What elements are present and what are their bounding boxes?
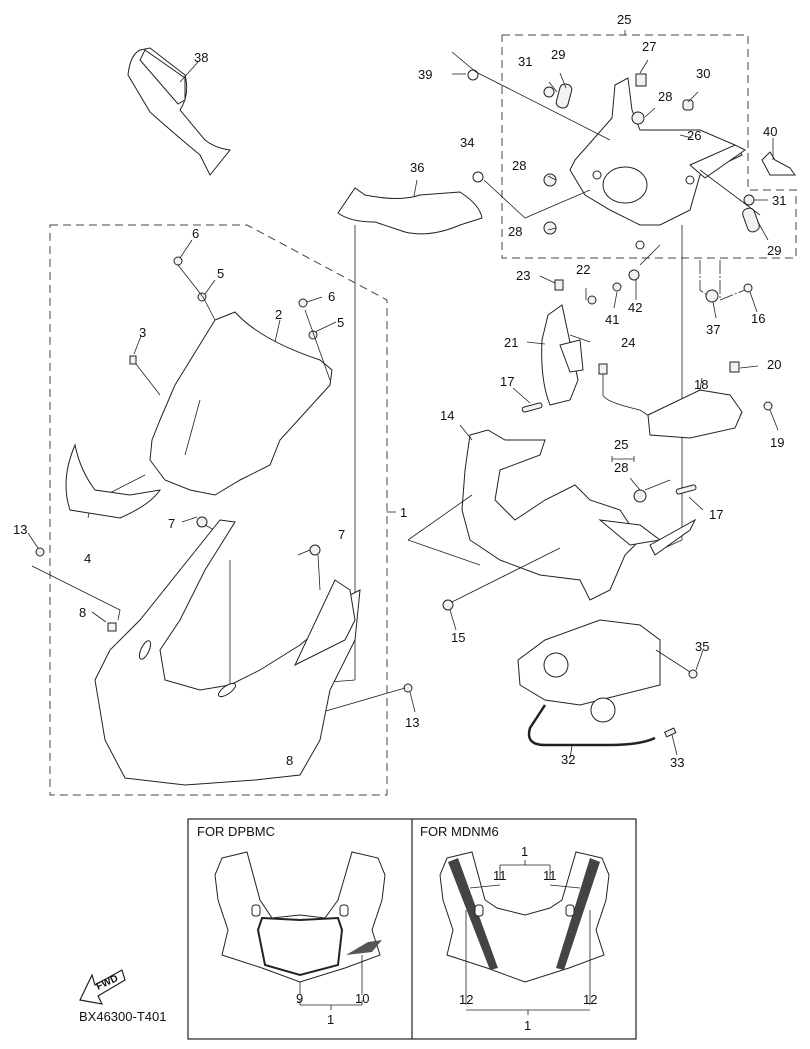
callout-35[interactable]: 35 <box>695 639 709 654</box>
variant-dpbmc[interactable]: FOR DPBMC 9 10 1 <box>197 824 386 1027</box>
callout-7-a[interactable]: 7 <box>168 516 175 531</box>
callout-13-a[interactable]: 13 <box>13 522 27 537</box>
grommet-28d <box>633 489 647 503</box>
callout-5-a[interactable]: 5 <box>217 266 224 281</box>
callout-25-mid[interactable]: 25 <box>614 437 628 452</box>
variant-mdnm6[interactable]: FOR MDNM6 1 11 11 12 12 1 <box>420 824 610 1033</box>
callout-4[interactable]: 4 <box>84 551 91 566</box>
callout-18[interactable]: 18 <box>694 377 708 392</box>
callout-8-b[interactable]: 8 <box>286 753 293 768</box>
leaders-top-right <box>451 51 774 241</box>
callout-21[interactable]: 21 <box>504 335 518 350</box>
callout-23[interactable]: 23 <box>516 268 530 283</box>
part-mirror[interactable] <box>127 47 231 176</box>
callout-8-a[interactable]: 8 <box>79 605 86 620</box>
part-headlight[interactable] <box>517 619 704 723</box>
callout-29-a[interactable]: 29 <box>551 47 565 62</box>
fwd-arrow-icon: FWD <box>79 969 126 1005</box>
part-side-light[interactable] <box>598 363 743 439</box>
variant-mdnm6-title: FOR MDNM6 <box>420 824 499 839</box>
callouts: 38 36 34 39 25 31 29 27 30 28 26 40 28 2… <box>13 12 786 770</box>
callout-36[interactable]: 36 <box>410 160 424 175</box>
callout-32[interactable]: 32 <box>561 752 575 767</box>
callout-17-a[interactable]: 17 <box>500 374 514 389</box>
callout-12-left[interactable]: 12 <box>459 992 473 1007</box>
callout-1-mdnm6-top[interactable]: 1 <box>521 844 528 859</box>
callout-6-a[interactable]: 6 <box>192 226 199 241</box>
callout-13-b[interactable]: 13 <box>405 715 419 730</box>
fasteners-top <box>467 69 796 235</box>
callout-5-b[interactable]: 5 <box>337 315 344 330</box>
callout-3[interactable]: 3 <box>139 325 146 340</box>
callout-33[interactable]: 33 <box>670 755 684 770</box>
callout-15[interactable]: 15 <box>451 630 465 645</box>
part-breather-hose[interactable] <box>527 704 678 759</box>
callout-26[interactable]: 26 <box>687 128 701 143</box>
part-sticker-4[interactable] <box>65 443 162 519</box>
callout-41[interactable]: 41 <box>605 312 619 327</box>
fasteners-mid-right <box>554 269 773 411</box>
variant-dpbmc-title: FOR DPBMC <box>197 824 275 839</box>
callout-19[interactable]: 19 <box>770 435 784 450</box>
callout-42[interactable]: 42 <box>628 300 642 315</box>
callout-17-b[interactable]: 17 <box>709 507 723 522</box>
grommet-15 <box>442 599 454 611</box>
callout-1-mdnm6-bottom[interactable]: 1 <box>524 1018 531 1033</box>
callout-10[interactable]: 10 <box>355 991 369 1006</box>
part-windshield[interactable] <box>149 311 333 496</box>
callout-29-b[interactable]: 29 <box>767 243 781 258</box>
callout-12-right[interactable]: 12 <box>583 992 597 1007</box>
callout-39[interactable]: 39 <box>418 67 432 82</box>
callout-1-dpbmc[interactable]: 1 <box>327 1012 334 1027</box>
callout-31-a[interactable]: 31 <box>518 54 532 69</box>
callout-28-d[interactable]: 28 <box>614 460 628 475</box>
group-box-25 <box>501 34 797 259</box>
callout-24[interactable]: 24 <box>621 335 635 350</box>
callout-11-right[interactable]: 11 <box>543 868 557 883</box>
callout-28-a[interactable]: 28 <box>658 89 672 104</box>
pin-17a <box>521 402 543 413</box>
callout-2[interactable]: 2 <box>275 307 282 322</box>
part-hand-guard[interactable] <box>337 179 483 680</box>
callout-16[interactable]: 16 <box>751 311 765 326</box>
callout-25-top[interactable]: 25 <box>617 12 631 27</box>
part-upper-cowling[interactable] <box>94 519 361 786</box>
pin-17b <box>675 484 697 495</box>
part-stay-bracket[interactable] <box>569 77 746 250</box>
part-turn-signal[interactable] <box>526 304 584 406</box>
diagram-code: BX46300-T401 <box>79 1009 166 1024</box>
callout-28-b[interactable]: 28 <box>512 158 526 173</box>
callout-20[interactable]: 20 <box>767 357 781 372</box>
part-front-frame[interactable] <box>407 424 697 601</box>
callout-30[interactable]: 30 <box>696 66 710 81</box>
callout-27[interactable]: 27 <box>642 39 656 54</box>
callout-31-b[interactable]: 31 <box>772 193 786 208</box>
callout-37[interactable]: 37 <box>706 322 720 337</box>
callout-40[interactable]: 40 <box>763 124 777 139</box>
callout-7-b[interactable]: 7 <box>338 527 345 542</box>
group-box-1 <box>49 224 388 796</box>
callout-34[interactable]: 34 <box>460 135 474 150</box>
callout-6-b[interactable]: 6 <box>328 289 335 304</box>
callout-9[interactable]: 9 <box>296 991 303 1006</box>
callout-11-left[interactable]: 11 <box>493 868 507 883</box>
callout-1[interactable]: 1 <box>400 505 407 520</box>
callout-38[interactable]: 38 <box>194 50 208 65</box>
callout-14[interactable]: 14 <box>440 408 454 423</box>
callout-28-c[interactable]: 28 <box>508 224 522 239</box>
callout-22[interactable]: 22 <box>576 262 590 277</box>
